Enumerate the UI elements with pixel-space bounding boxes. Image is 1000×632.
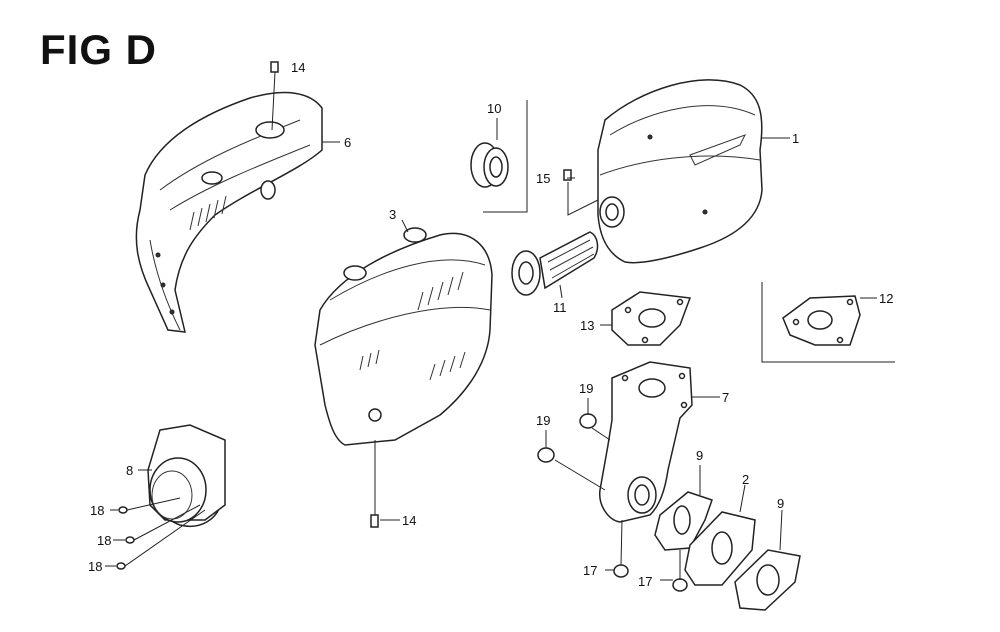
bolt-14-top [270,61,279,73]
nut-17-right [672,578,688,592]
callout-15: 15 [536,171,550,186]
figure-title: FIG D [40,26,157,73]
callout-labels: 14 6 3 10 15 1 11 13 12 7 19 19 9 2 9 17… [88,60,893,589]
part-12-gasket [761,282,895,363]
fasteners [116,61,688,592]
part-8-end-cover [147,424,226,527]
callout-2: 2 [742,472,749,487]
callout-7: 7 [722,390,729,405]
callout-11: 11 [553,300,567,315]
leader-lines [105,71,877,581]
nut-17-left [613,564,629,578]
callout-8: 8 [126,463,133,478]
screw-18-b [125,536,135,544]
part-3-muffler-protector [314,227,493,446]
part-2-insulator [684,511,756,586]
part-9-gasket-b [734,549,801,611]
callout-13: 13 [580,318,594,333]
callout-9-right: 9 [777,496,784,511]
callout-3: 3 [389,207,396,222]
callout-17-left: 17 [583,563,597,578]
part-7-exhaust-pipe [599,361,693,523]
part-1-muffler [597,79,763,264]
callout-10: 10 [487,101,501,116]
callout-19-right: 19 [579,381,593,396]
nut-19-right [579,413,597,429]
callout-18-b: 18 [97,533,111,548]
screw-18-a [118,506,128,514]
callout-18-a: 18 [90,503,104,518]
part-13-gasket [611,291,692,346]
callout-14-top: 14 [291,60,305,75]
callout-6: 6 [344,135,351,150]
callout-12: 12 [879,291,893,306]
part-6-heat-shield [135,91,323,333]
part-11-spark-screen [511,231,599,296]
bolt-15 [563,169,572,181]
screw-18-c [116,562,126,570]
part-9-gasket-a [654,491,713,551]
nut-19-left [537,447,555,463]
callout-1: 1 [792,131,799,146]
callout-17-right: 17 [638,574,652,589]
callout-19-left: 19 [536,413,550,428]
callout-9-left: 9 [696,448,703,463]
part-10-bushing [470,142,509,188]
callout-18-c: 18 [88,559,102,574]
callout-14-bottom: 14 [402,513,416,528]
bolt-14-bottom [370,514,379,528]
